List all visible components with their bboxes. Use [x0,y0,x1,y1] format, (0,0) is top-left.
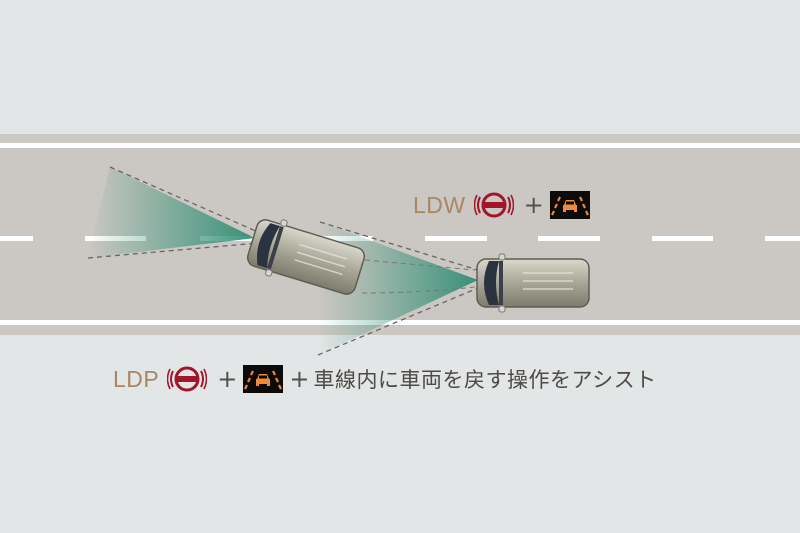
steering-warning-icon [167,366,208,392]
ldp-description: 車線内に車両を戻す操作をアシスト [313,368,657,392]
lane-departure-icon [549,191,590,219]
ldp-label: LDP + + 車線内に車両を戻す操作をアシスト [113,364,657,394]
steering-warning-icon [473,192,514,218]
plus-sign: + [217,365,238,393]
corrected-van [476,253,590,313]
plus-sign: + [289,365,310,393]
plus-sign: + [523,191,544,219]
ldw-tag: LDW [413,191,466,218]
camera-beam-left [87,166,259,259]
lane-departure-icon [243,365,284,393]
drifting-van [246,219,366,295]
ldw-label: LDW + [413,190,590,220]
ldp-tag: LDP [113,365,160,392]
